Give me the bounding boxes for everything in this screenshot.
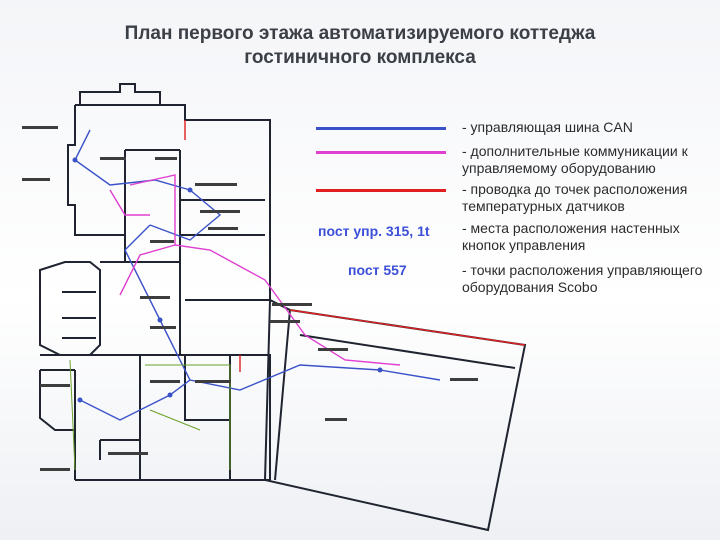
scobo-points bbox=[72, 157, 383, 403]
extra-comms-wiring bbox=[109, 174, 401, 366]
legend-sample-post-scobo: пост 557 bbox=[348, 262, 407, 278]
temp-sensor-wiring bbox=[184, 120, 526, 372]
legend-line-can bbox=[316, 127, 446, 130]
plan-tags bbox=[22, 126, 478, 471]
legend-item-scobo: - точки расположения управляющего оборуд… bbox=[462, 262, 703, 295]
legend-item-extra: - дополнительные коммуникации к управляе… bbox=[462, 143, 688, 176]
legend-item-temp: - проводка до точек расположения темпера… bbox=[462, 181, 688, 214]
legend-sample-post-button: пост упр. 315, 1t bbox=[318, 223, 430, 239]
legend-line-temp bbox=[316, 189, 446, 192]
title-line-2: гостиничного комплекса bbox=[244, 47, 476, 68]
plan-walls bbox=[39, 83, 527, 532]
green-outline bbox=[69, 359, 231, 471]
page-title: План первого этажа автоматизируемого кот… bbox=[20, 22, 700, 70]
title-line-1: План первого этажа автоматизируемого кот… bbox=[124, 23, 596, 44]
legend-item-buttons: - места расположения настенных кнопок уп… bbox=[462, 220, 680, 253]
can-bus-wiring bbox=[74, 129, 441, 421]
legend-line-extra bbox=[316, 151, 446, 154]
legend-item-can: - управляющая шина CAN bbox=[462, 119, 633, 135]
